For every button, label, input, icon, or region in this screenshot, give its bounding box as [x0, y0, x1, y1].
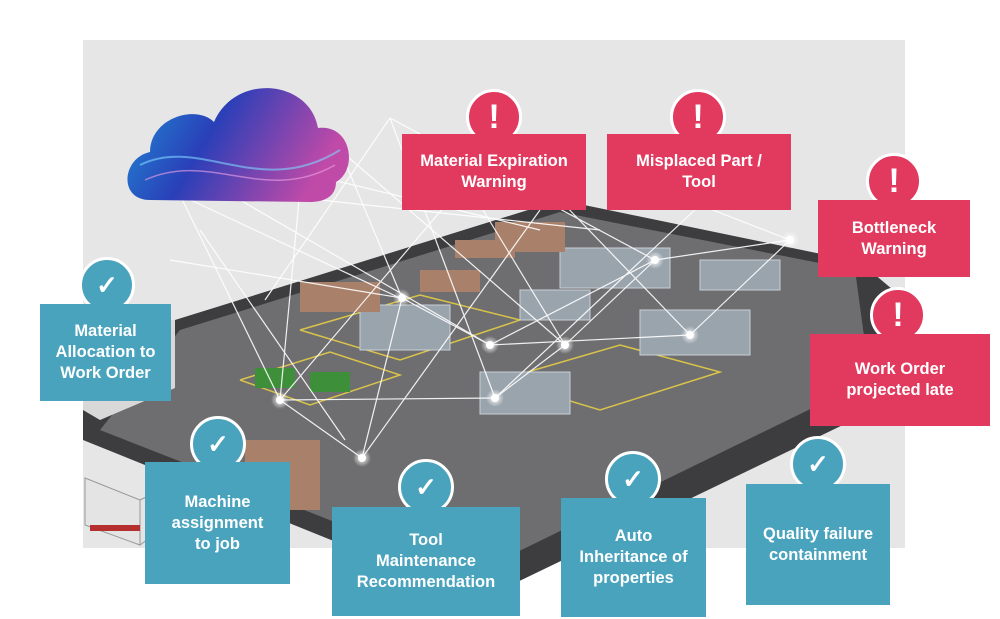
material-expiration-warning-card: Material Expiration Warning [402, 134, 586, 210]
quality-failure-card: Quality failure containment [746, 484, 890, 605]
check-icon: ✓ [790, 436, 846, 492]
misplaced-part-tool-card: Misplaced Part / Tool [607, 134, 791, 210]
network-nodes [271, 231, 799, 467]
alert-icon: ! [870, 287, 926, 343]
alert-icon: ! [866, 153, 922, 209]
auto-inheritance-card: Auto Inheritance of properties [561, 498, 706, 617]
green-machines [255, 368, 350, 392]
material-allocation-card: Material Allocation to Work Order [40, 304, 171, 401]
check-icon: ✓ [79, 257, 135, 313]
tool-maintenance-card: Tool Maintenance Recommendation [332, 507, 520, 616]
machine-assignment-card: Machine assignment to job [145, 462, 290, 584]
work-order-late-card: Work Order projected late [810, 334, 990, 426]
cloud-icon [127, 88, 349, 202]
bottleneck-warning-card: Bottleneck Warning [818, 200, 970, 277]
check-icon: ✓ [398, 459, 454, 515]
